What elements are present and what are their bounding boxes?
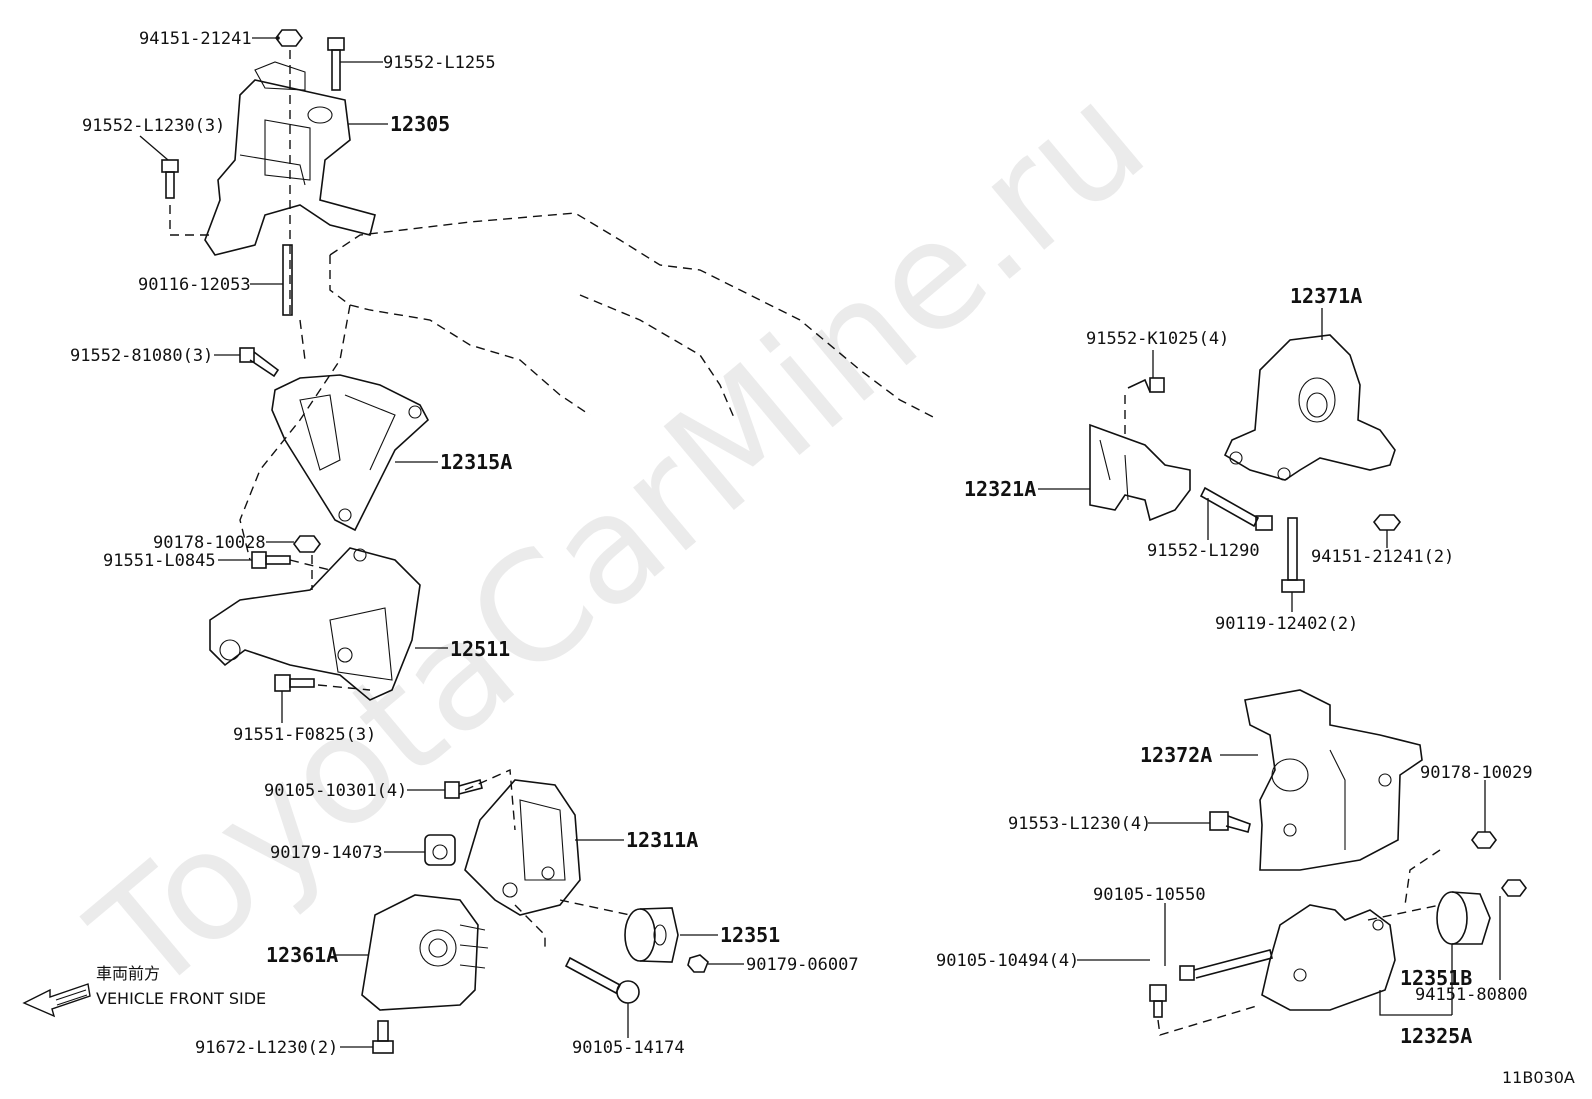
bolt-91552-L1290 bbox=[1199, 486, 1273, 531]
label-91552-81080-3: 91552-81080(3) bbox=[70, 346, 213, 366]
arrow-left-icon bbox=[22, 983, 91, 1018]
bolt-90105-10550 bbox=[1179, 949, 1273, 981]
label-91552-K1025-4: 91552-K1025(4) bbox=[1086, 329, 1229, 349]
top-mount-guide-lines bbox=[169, 50, 306, 361]
label-91552-L1230-3: 91552-L1230(3) bbox=[82, 116, 225, 136]
right-lower-guide-lines bbox=[1157, 849, 1441, 1036]
bolt-91552-81080 bbox=[239, 347, 280, 378]
bolt-90105-10494 bbox=[1149, 984, 1167, 1018]
engine-outline bbox=[239, 212, 936, 561]
label-90105-10301-4: 90105-10301(4) bbox=[264, 781, 407, 801]
bracket-12315A bbox=[271, 374, 429, 532]
stud-90116-12053 bbox=[282, 244, 293, 316]
bolt-91551-L0845 bbox=[251, 551, 291, 569]
bolt-91553-L1230 bbox=[1209, 811, 1251, 833]
label-12305: 12305 bbox=[390, 112, 450, 136]
part-labels: 94151-21241 91552-L1255 12305 91552-L123… bbox=[70, 29, 1533, 1058]
bracket-12325A bbox=[1261, 904, 1396, 1011]
label-94151-21241-2: 94151-21241(2) bbox=[1311, 547, 1454, 567]
lower-left-guide-lines bbox=[289, 555, 371, 691]
label-90179-14073: 90179-14073 bbox=[270, 843, 383, 863]
nut-94151-80800 bbox=[1501, 879, 1527, 897]
direction-label-english: VEHICLE FRONT SIDE bbox=[96, 989, 266, 1008]
label-90178-10028: 90178-10028 bbox=[153, 533, 266, 553]
label-94151-80800: 94151-80800 bbox=[1415, 985, 1528, 1005]
bolt-91672-L1230 bbox=[372, 1020, 394, 1054]
nut-94151-21241-x2 bbox=[1372, 514, 1402, 531]
leader-lines bbox=[139, 36, 1501, 1048]
nut-90179-14073 bbox=[424, 834, 456, 866]
label-91551-F0825-3: 91551-F0825(3) bbox=[233, 725, 376, 745]
bracket-12311A bbox=[464, 779, 581, 916]
label-91672-L1230-2: 91672-L1230(2) bbox=[195, 1038, 338, 1058]
bolt-91552-L1230 bbox=[161, 159, 179, 199]
bolt-91552-L1255 bbox=[327, 37, 345, 91]
direction-label-japanese: 車両前方 bbox=[96, 964, 160, 983]
vehicle-front-indicator: 車両前方 VEHICLE FRONT SIDE bbox=[22, 964, 266, 1018]
label-12325A: 12325A bbox=[1400, 1024, 1472, 1048]
nut-90178-10029 bbox=[1471, 831, 1497, 849]
bolt-91552-K1025 bbox=[1127, 377, 1165, 393]
label-12321A: 12321A bbox=[964, 477, 1036, 501]
mount-12361A bbox=[361, 894, 489, 1011]
label-12311A: 12311A bbox=[626, 828, 698, 852]
label-12361A: 12361A bbox=[266, 943, 338, 967]
label-12371A: 12371A bbox=[1290, 284, 1362, 308]
mount-12371A bbox=[1223, 334, 1396, 481]
label-12372A: 12372A bbox=[1140, 743, 1212, 767]
bushing-12351 bbox=[624, 907, 679, 963]
bottom-left-guide-lines bbox=[464, 768, 631, 950]
bushing-12351B bbox=[1436, 891, 1491, 945]
label-90116-12053: 90116-12053 bbox=[138, 275, 251, 295]
mount-12372A bbox=[1244, 689, 1423, 871]
stud-90119-12402 bbox=[1281, 517, 1305, 593]
label-90105-10494-4: 90105-10494(4) bbox=[936, 951, 1079, 971]
engine-mount-12305 bbox=[204, 61, 376, 256]
label-90178-10029: 90178-10029 bbox=[1420, 763, 1533, 783]
label-90105-14174: 90105-14174 bbox=[572, 1038, 685, 1058]
nut-94151-21241 bbox=[275, 29, 303, 47]
label-90179-06007: 90179-06007 bbox=[746, 955, 859, 975]
label-90105-10550: 90105-10550 bbox=[1093, 885, 1206, 905]
label-91552-L1255: 91552-L1255 bbox=[383, 53, 496, 73]
arrow-hatch bbox=[55, 989, 88, 1006]
label-12351B: 12351B bbox=[1400, 966, 1472, 990]
diagram-code: 11B030A bbox=[1502, 1068, 1575, 1087]
label-94151-21241: 94151-21241 bbox=[139, 29, 252, 49]
label-91553-L1230-4: 91553-L1230(4) bbox=[1008, 814, 1151, 834]
label-12511: 12511 bbox=[450, 637, 510, 661]
label-91552-L1290: 91552-L1290 bbox=[1147, 541, 1260, 561]
label-12315A: 12315A bbox=[440, 450, 512, 474]
bracket-12321A bbox=[1089, 423, 1191, 522]
nut-90179-06007 bbox=[687, 954, 709, 973]
label-91551-L0845: 91551-L0845 bbox=[103, 551, 216, 571]
label-12351: 12351 bbox=[720, 923, 780, 947]
bolt-90105-14174 bbox=[564, 956, 640, 1004]
label-90119-12402-2: 90119-12402(2) bbox=[1215, 614, 1358, 634]
bracket-12511 bbox=[209, 547, 421, 701]
nut-90178-10028 bbox=[293, 535, 321, 553]
